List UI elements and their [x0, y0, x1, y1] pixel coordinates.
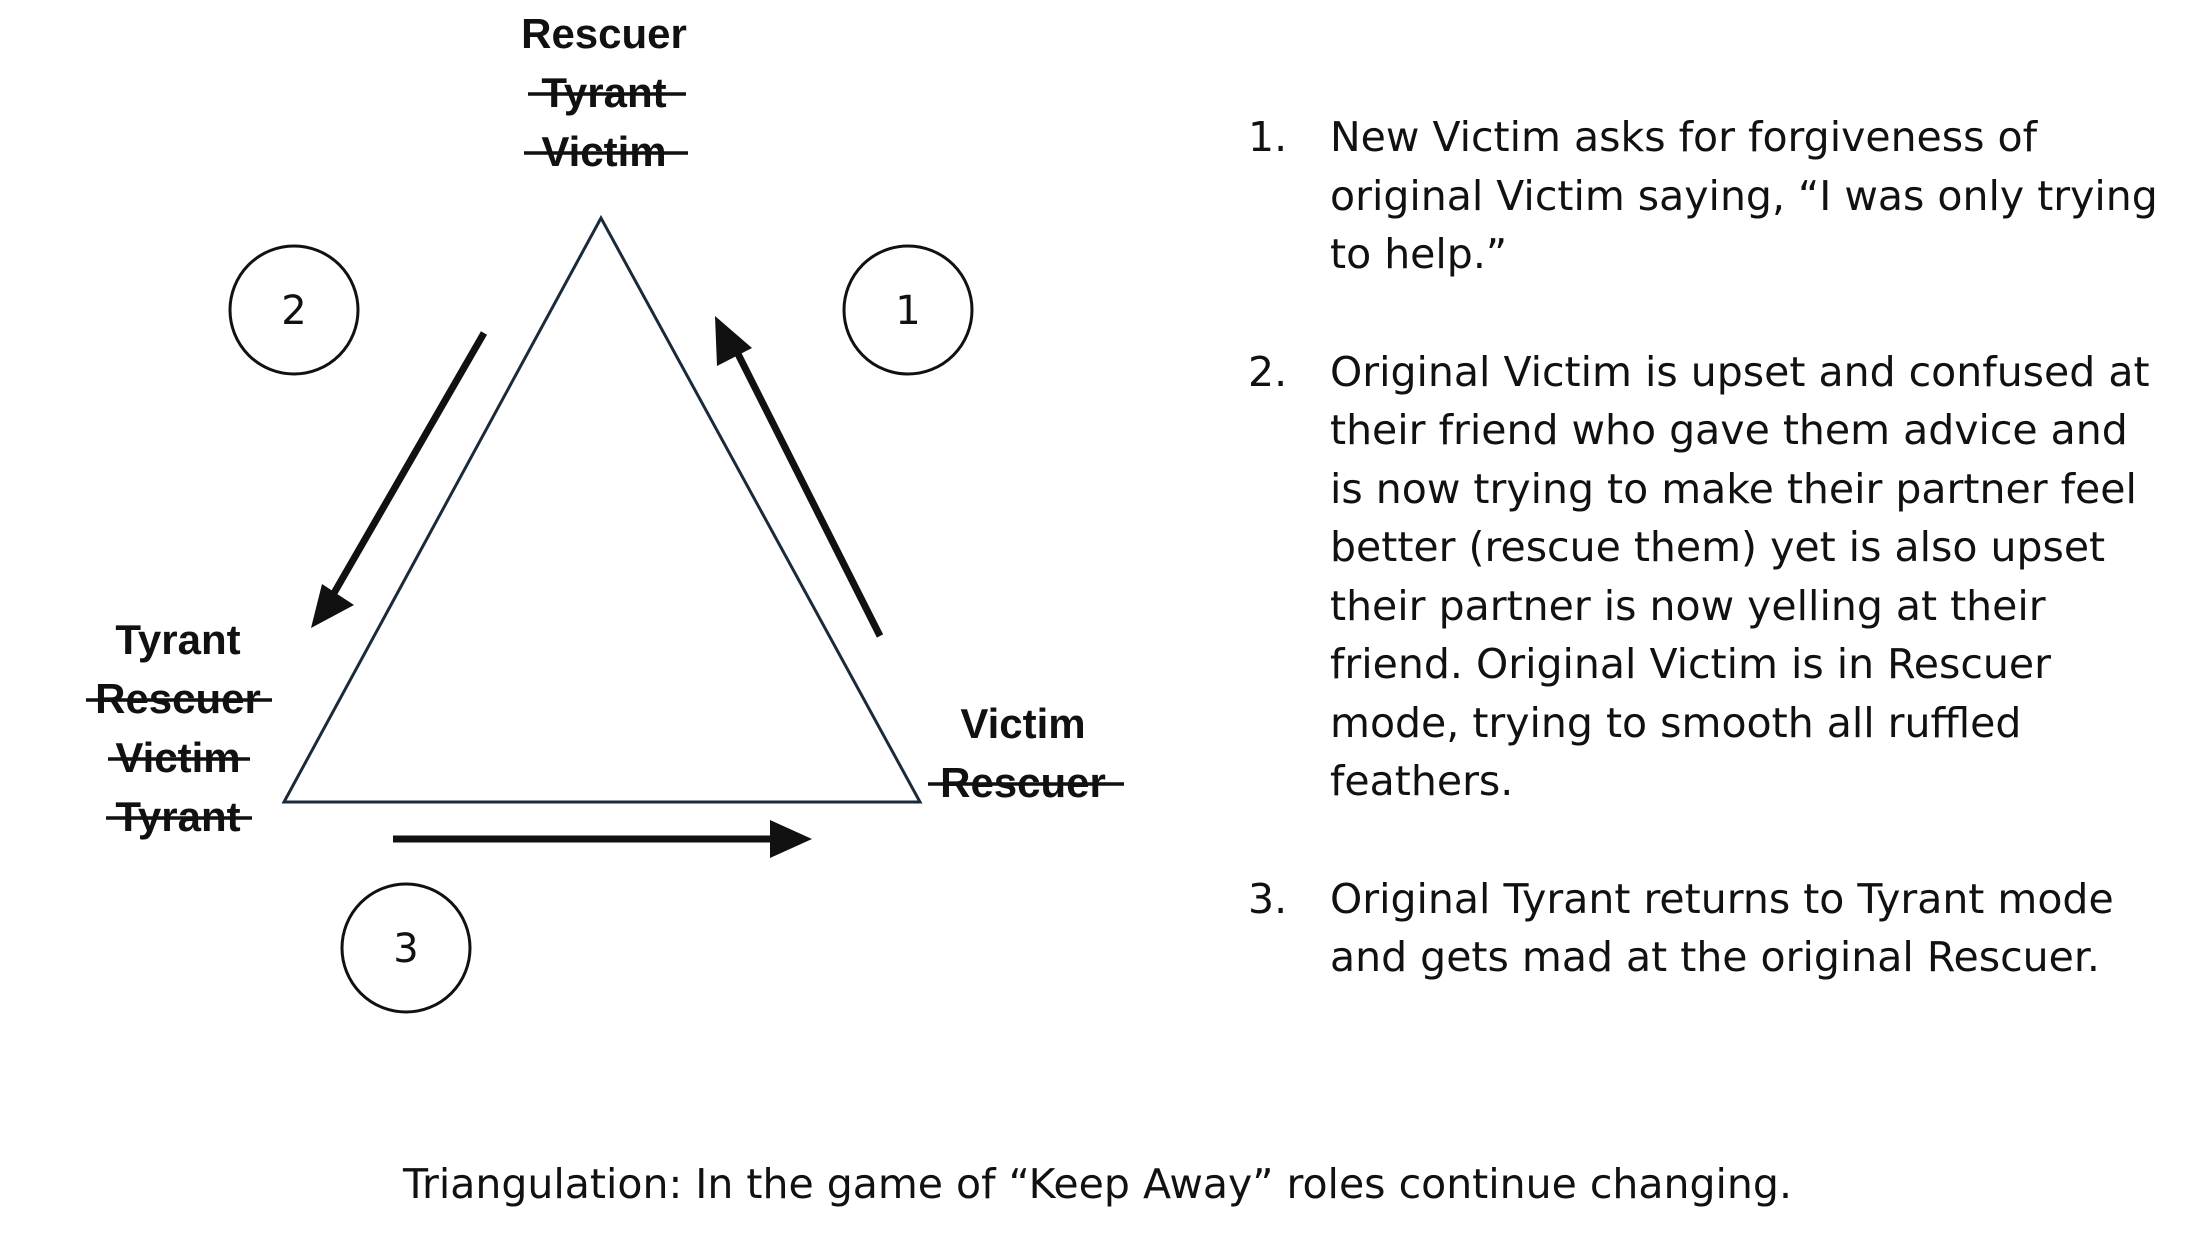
- arrow-2: [326, 331, 488, 602]
- step-text: New Victim asks for forgiveness of origi…: [1330, 113, 2158, 278]
- arrow-3-head: [770, 820, 812, 858]
- step-item-3: 3. Original Tyrant returns to Tyrant mod…: [1230, 870, 2170, 987]
- step-number: 2.: [1248, 347, 1288, 396]
- drama-triangle-diagram: Rescuer Tyrant Victim Tyrant Rescuer Vic…: [86, 10, 1124, 1014]
- step-number: 3.: [1248, 874, 1288, 923]
- step-marker-2: [228, 244, 360, 376]
- step-marker-3: [340, 882, 472, 1014]
- arrow-1: [731, 346, 884, 638]
- arrow-2-head: [311, 584, 354, 628]
- step-list: 1. New Victim asks for forgiveness of or…: [1230, 108, 2170, 1046]
- step-number: 1.: [1248, 113, 1288, 161]
- step-text: Original Victim is upset and confused at…: [1330, 347, 2150, 806]
- left-role-current: Tyrant: [115, 616, 240, 663]
- step-marker-2-label: 2: [281, 288, 306, 334]
- step-marker-1-label: 1: [895, 288, 920, 334]
- top-role-current: Rescuer: [521, 10, 687, 57]
- step-marker-3-label: 3: [393, 926, 418, 972]
- step-text: Original Tyrant returns to Tyrant mode a…: [1330, 874, 2114, 982]
- right-role-current: Victim: [960, 700, 1085, 747]
- step-item-1: 1. New Victim asks for forgiveness of or…: [1230, 108, 2170, 284]
- arrow-1-head: [715, 316, 752, 366]
- drama-triangle: [281, 214, 923, 804]
- step-marker-1: [842, 244, 974, 376]
- diagram-caption: Triangulation: In the game of “Keep Away…: [403, 1160, 1792, 1208]
- step-item-2: 2. Original Victim is upset and confused…: [1230, 343, 2170, 811]
